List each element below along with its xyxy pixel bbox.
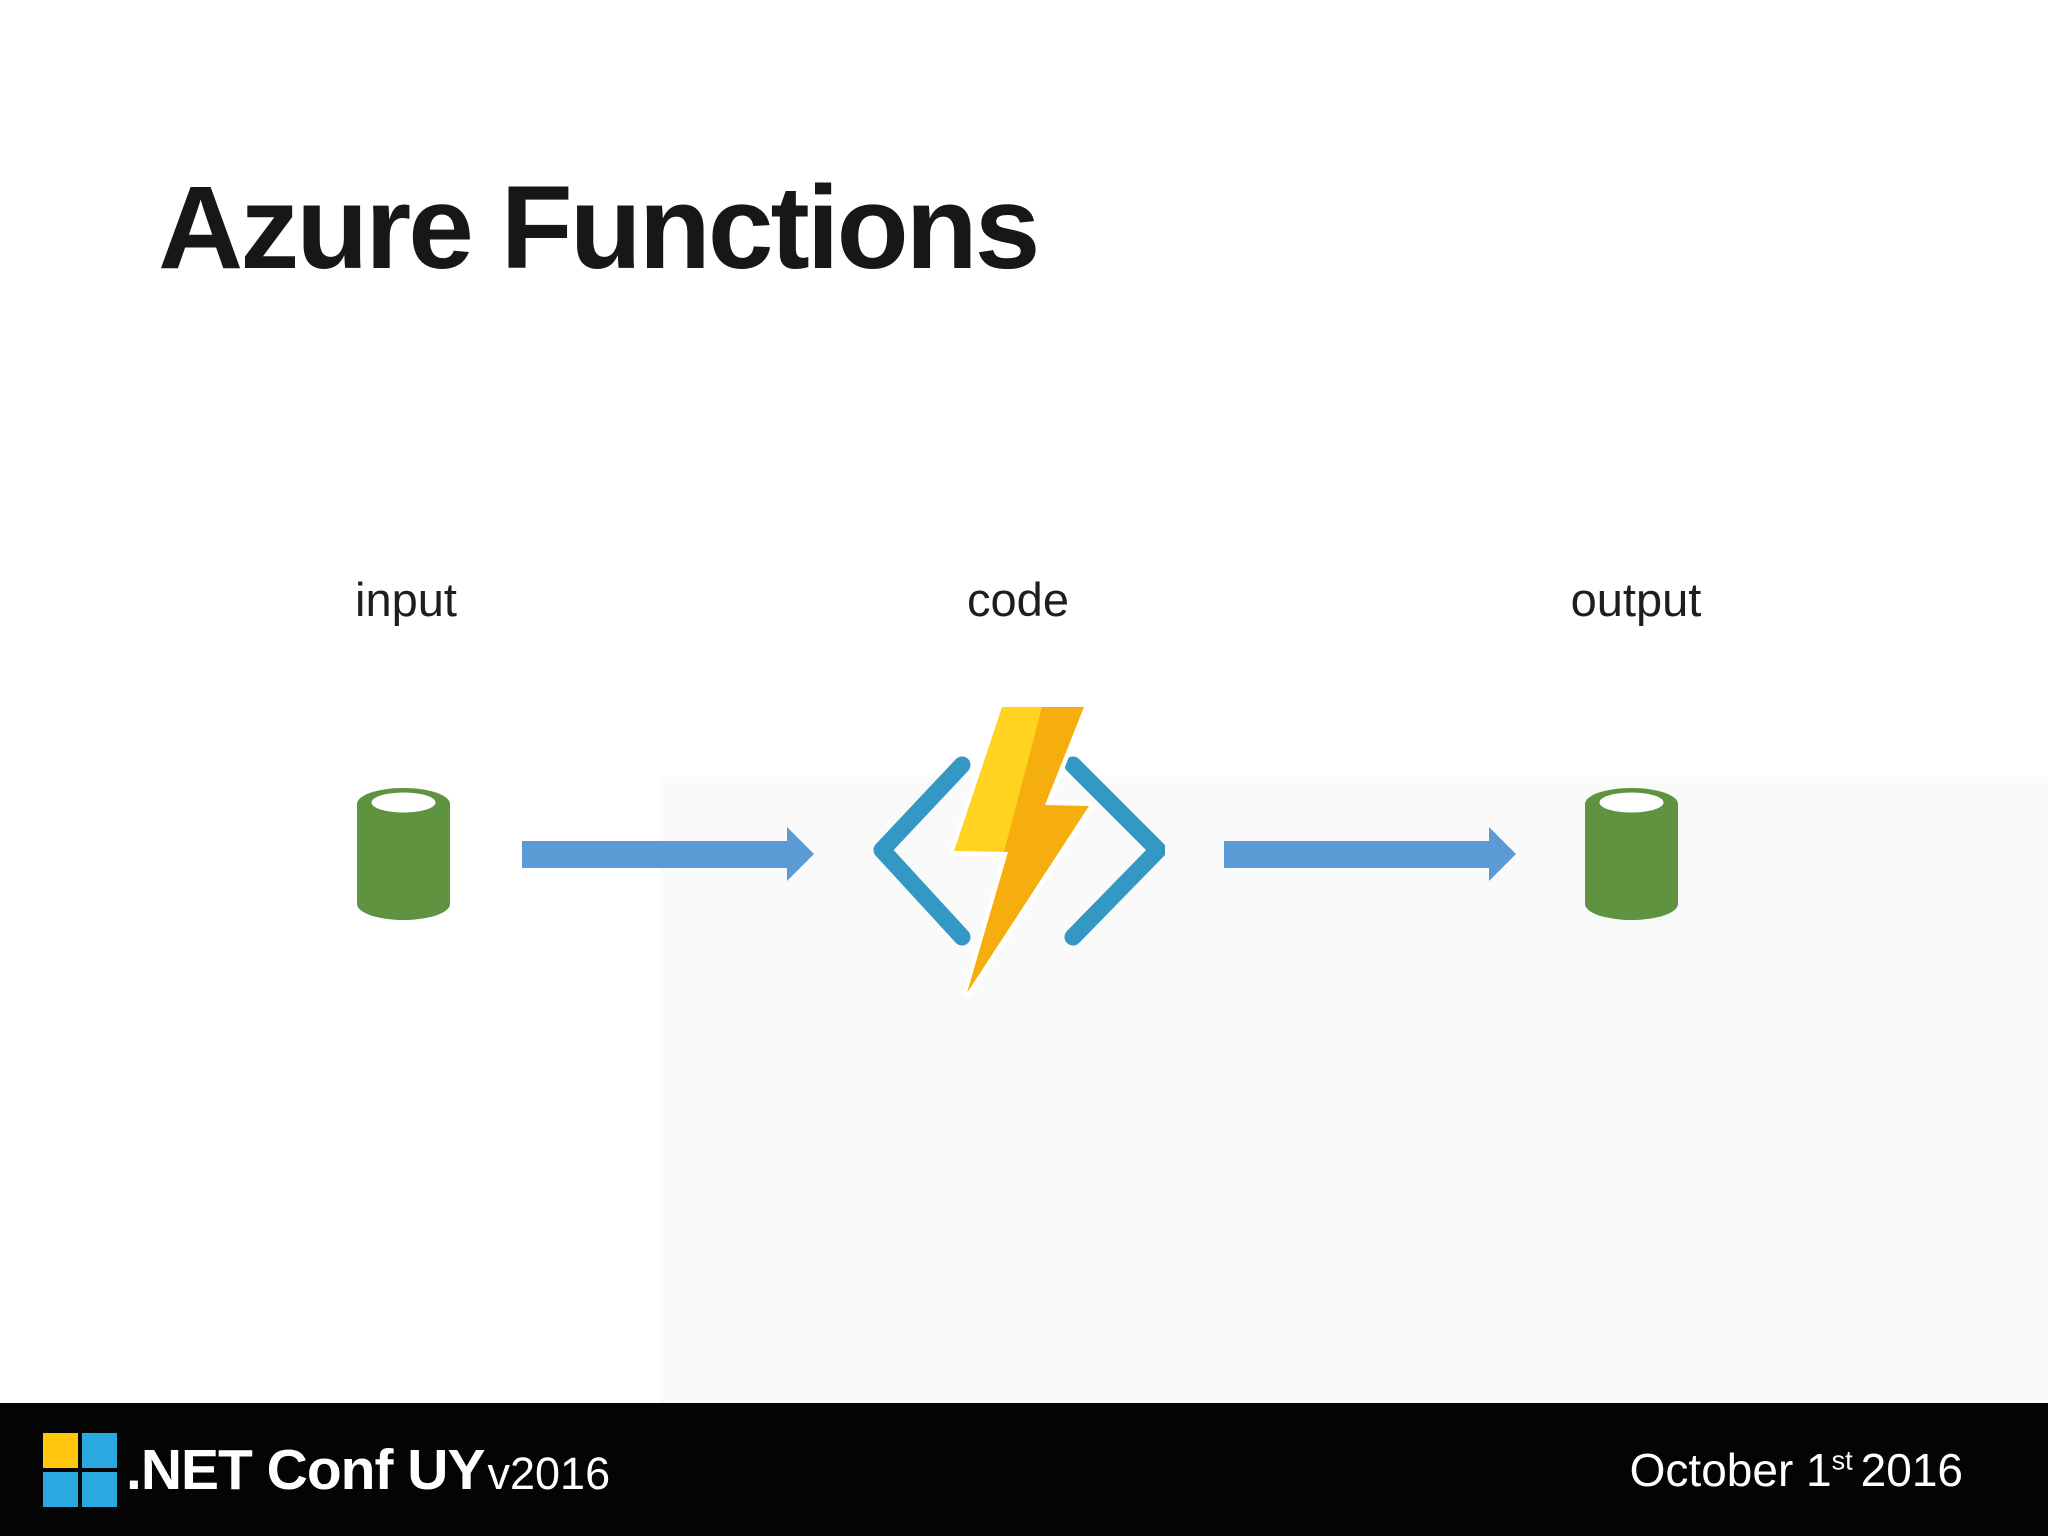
logo-square-yellow: [43, 1432, 78, 1468]
left-angle-bracket: [873, 756, 971, 946]
conference-brand: .NET Conf UY v2016: [126, 1437, 610, 1503]
azure-functions-lightning-icon: [873, 702, 1165, 998]
output-database-cylinder-icon: [1585, 788, 1678, 920]
dotnet-four-squares-logo-icon: [43, 1432, 117, 1507]
lightning-bolt-shading: [967, 707, 1089, 993]
input-label: input: [355, 573, 457, 626]
code-label: code: [967, 573, 1069, 626]
output-label: output: [1570, 573, 1702, 626]
date-ordinal-superscript: st: [1831, 1445, 1853, 1476]
logo-square-blue: [82, 1471, 117, 1507]
brand-version: v2016: [487, 1447, 611, 1499]
slide-title: Azure Functions: [158, 162, 1040, 294]
logo-square-blue: [82, 1432, 117, 1468]
arrow-code-to-output-icon: [1224, 827, 1516, 881]
arrow-input-to-code-icon: [522, 827, 814, 881]
brand-name: .NET Conf UY: [126, 1437, 485, 1502]
logo-square-blue: [43, 1471, 78, 1507]
right-angle-bracket: [1064, 756, 1165, 946]
input-database-cylinder-icon: [357, 788, 450, 920]
date-suffix: 2016: [1860, 1443, 1963, 1496]
date-prefix: October 1: [1629, 1443, 1832, 1496]
